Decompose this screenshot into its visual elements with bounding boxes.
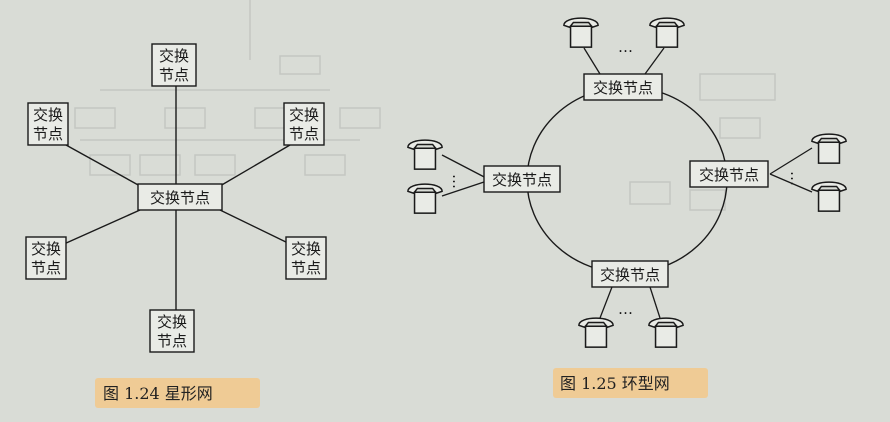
star-node-bottom: 交换 节点 bbox=[149, 309, 195, 353]
telephone-icon bbox=[578, 317, 614, 348]
ring-left-ellipsis: … bbox=[449, 174, 467, 189]
ring-node-left-label: 交换节点 bbox=[492, 171, 552, 189]
star-node-bottom-line1: 交换 bbox=[157, 313, 187, 331]
ring-right-ellipsis: … bbox=[787, 171, 805, 186]
telephone-icon bbox=[407, 183, 443, 214]
star-node-upper-right: 交换 节点 bbox=[283, 102, 325, 146]
star-link-lower-left bbox=[63, 209, 141, 245]
ring-node-right-label: 交换节点 bbox=[699, 166, 759, 184]
star-caption: 图 1.24 星形网 bbox=[103, 384, 213, 403]
star-node-lower-right-line1: 交换 bbox=[291, 240, 321, 258]
star-link-upper-right bbox=[219, 144, 291, 187]
star-node-lower-right: 交换 节点 bbox=[285, 236, 327, 280]
background-bleed bbox=[74, 0, 776, 211]
star-network bbox=[63, 86, 291, 310]
ring-caption: 图 1.25 环型网 bbox=[560, 374, 670, 393]
star-node-top-line1: 交换 bbox=[159, 47, 189, 65]
star-node-top-line2: 节点 bbox=[159, 66, 189, 84]
star-node-top: 交换 节点 bbox=[151, 43, 197, 87]
star-caption-highlight bbox=[95, 378, 260, 408]
star-node-upper-left-line2: 节点 bbox=[33, 125, 63, 143]
ring-node-bottom: 交换节点 bbox=[591, 260, 669, 288]
star-node-upper-right-line2: 节点 bbox=[289, 125, 319, 143]
star-node-lower-left-line1: 交换 bbox=[31, 240, 61, 258]
star-node-upper-right-line1: 交换 bbox=[289, 106, 319, 124]
ring-caption-highlight bbox=[553, 368, 708, 398]
telephone-icon bbox=[811, 181, 847, 212]
ring-node-top-label: 交换节点 bbox=[593, 79, 653, 97]
telephone-icon bbox=[407, 139, 443, 170]
ring-node-left: 交换节点 bbox=[483, 165, 561, 193]
star-node-center-label: 交换节点 bbox=[150, 189, 210, 207]
telephone-icon bbox=[811, 133, 847, 164]
star-node-upper-left-line1: 交换 bbox=[33, 106, 63, 124]
telephone-icon bbox=[649, 17, 685, 48]
star-node-upper-left: 交换 节点 bbox=[27, 102, 69, 146]
ring-node-bottom-label: 交换节点 bbox=[600, 266, 660, 284]
ring-node-top: 交换节点 bbox=[583, 73, 663, 101]
telephone-icon bbox=[563, 17, 599, 48]
star-node-lower-left: 交换 节点 bbox=[25, 236, 67, 280]
star-link-upper-left bbox=[65, 144, 141, 187]
ring-top-ellipsis: … bbox=[618, 38, 633, 56]
star-node-bottom-line2: 节点 bbox=[157, 332, 187, 350]
ring-node-right: 交换节点 bbox=[689, 160, 769, 188]
ring-phone-links bbox=[441, 47, 813, 319]
star-link-lower-right bbox=[219, 209, 291, 245]
star-node-center: 交换节点 bbox=[137, 183, 223, 211]
star-node-lower-right-line2: 节点 bbox=[291, 259, 321, 277]
ring-bottom-ellipsis: … bbox=[618, 300, 633, 318]
telephone-icon bbox=[648, 317, 684, 348]
star-node-lower-left-line2: 节点 bbox=[31, 259, 61, 277]
